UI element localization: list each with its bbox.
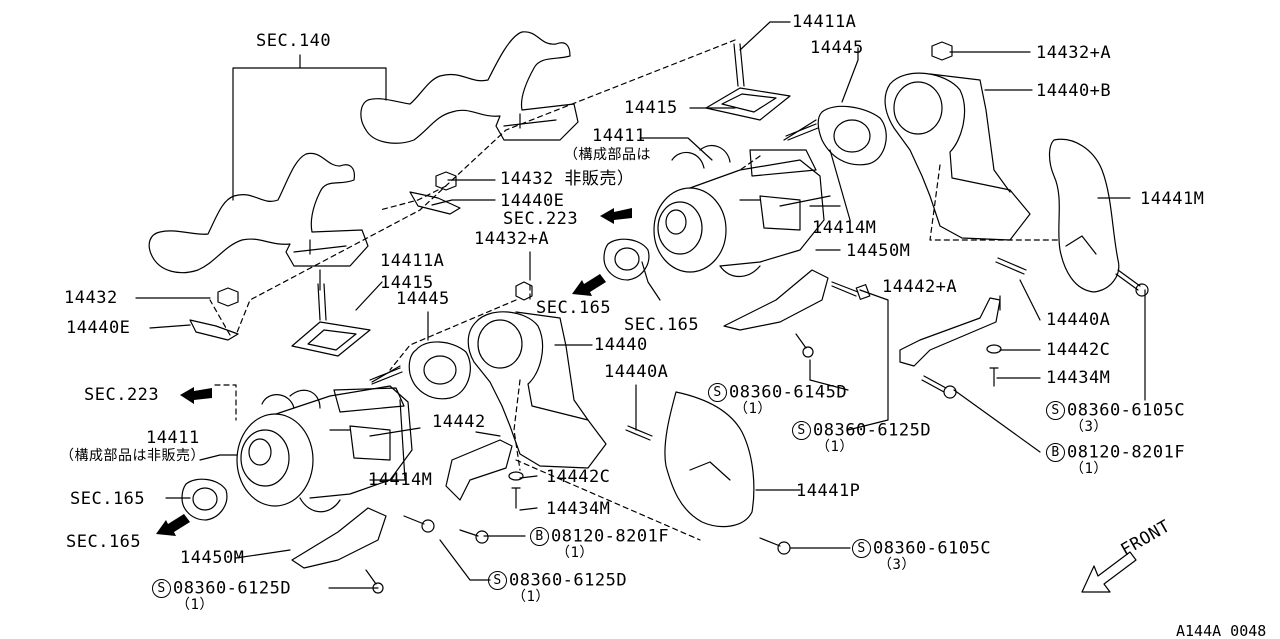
leader-lines (135, 21, 1146, 589)
sec165-top-arrow-icon (572, 274, 606, 296)
exhaust-manifold-lower (148, 152, 369, 274)
bolt-marker-icon: B (530, 527, 549, 546)
front-arrow-icon (1081, 551, 1137, 593)
qty-08360-6105C-mid: （3） (878, 557, 916, 573)
label-14414M-top: 14414M (812, 218, 877, 238)
exhaust-manifold-upper (360, 31, 579, 144)
label-14440: 14440 (594, 335, 648, 355)
label-14411-top-note: （構成部品は (564, 147, 651, 163)
label-14440A-mid: 14440A (604, 362, 669, 382)
label-sec223-top: SEC.223 (503, 209, 579, 229)
fasteners (217, 41, 1149, 594)
label-14440E-left: 14440E (66, 318, 131, 338)
label-14441P: 14441P (796, 481, 861, 501)
label-14432A-mid: 14432+A (474, 229, 550, 249)
outlet-housings (467, 72, 1031, 469)
part-number: 08360-6125D (509, 570, 628, 591)
screw-marker-icon: S (852, 539, 871, 558)
qty-08360-6125D-left: （1） (176, 597, 214, 613)
label-14432-left: 14432 (64, 288, 118, 308)
label-14440E-top: 14440E (500, 191, 565, 211)
label-14414M-left: 14414M (368, 470, 433, 490)
sec140-bracket (232, 54, 387, 201)
label-14442C-mid: 14442C (546, 467, 611, 487)
screw-marker-icon: S (1046, 401, 1065, 420)
qty-08120-8201F-right: （1） (1070, 461, 1108, 477)
part-number: 08120-8201F (551, 526, 670, 547)
label-14411-left: 14411 (146, 428, 200, 448)
heat-shields (664, 138, 1120, 528)
turbocharger-upper (653, 119, 841, 278)
label-14450M-left: 14450M (180, 548, 245, 568)
label-14415-top: 14415 (624, 98, 678, 118)
qty-08120-8201F-mid: （1） (556, 545, 594, 561)
label-14434M-mid: 14434M (546, 499, 611, 519)
sec223-top-arrow-icon (600, 208, 632, 224)
label-14442C-right: 14442C (1046, 340, 1111, 360)
screw-marker-icon: S (792, 421, 811, 440)
diagram-code: A144A 0048 (1176, 622, 1267, 639)
label-sec165-b: SEC.165 (624, 315, 700, 335)
screw-marker-icon: S (152, 579, 171, 598)
label-14441M: 14441M (1140, 189, 1205, 209)
label-sec140: SEC.140 (256, 31, 332, 51)
bolt-marker-icon: B (1046, 443, 1065, 462)
label-14411A-mid: 14411A (380, 251, 445, 271)
qty-08360-6125D-mid: （1） (512, 589, 550, 605)
label-14415-mid: 14415 (380, 273, 434, 293)
label-sec223-left: SEC.223 (84, 385, 160, 405)
label-14445-top: 14445 (810, 38, 864, 58)
part-number: 08360-6105C (873, 538, 992, 559)
label-sec165-a: SEC.165 (536, 298, 612, 318)
brackets (189, 191, 1001, 569)
label-14432-nonsale: 14432 非販売） (500, 169, 635, 189)
label-sec165-d: SEC.165 (66, 532, 142, 552)
label-14445-mid: 14445 (396, 289, 450, 309)
label-14442-mid: 14442 (432, 412, 486, 432)
part-number: 08360-6125D (813, 420, 932, 441)
screw-marker-icon: S (708, 383, 727, 402)
sec165-left-arrow-icon (156, 514, 190, 536)
part-number: 08120-8201F (1067, 442, 1186, 463)
label-14434M-right: 14434M (1046, 368, 1111, 388)
qty-08360-6125D-right: （1） (816, 439, 854, 455)
label-14442A: 14442+A (882, 277, 958, 297)
label-sec165-c: SEC.165 (70, 489, 146, 509)
part-number: 08360-6105C (1067, 400, 1186, 421)
section-arrows (156, 208, 632, 536)
gaskets (181, 87, 887, 521)
qty-08360-6145D: （1） (734, 401, 772, 417)
qty-08360-6105C-right: （3） (1070, 419, 1108, 435)
screw-marker-icon: S (488, 571, 507, 590)
label-14411A-top: 14411A (792, 12, 857, 32)
part-number: 08360-6145D (729, 382, 848, 403)
label-14432A-top: 14432+A (1036, 43, 1112, 63)
turbocharger-lower (236, 365, 421, 513)
part-number: 08360-6125D (173, 578, 292, 599)
label-14450M-top: 14450M (846, 241, 911, 261)
sec223-left-arrow-icon (180, 387, 212, 404)
label-14440A-right: 14440A (1046, 310, 1111, 330)
label-14411-top: 14411 (592, 126, 646, 146)
label-14440B: 14440+B (1036, 81, 1112, 101)
label-14411-left-note: （構成部品は非販売） (60, 448, 205, 464)
